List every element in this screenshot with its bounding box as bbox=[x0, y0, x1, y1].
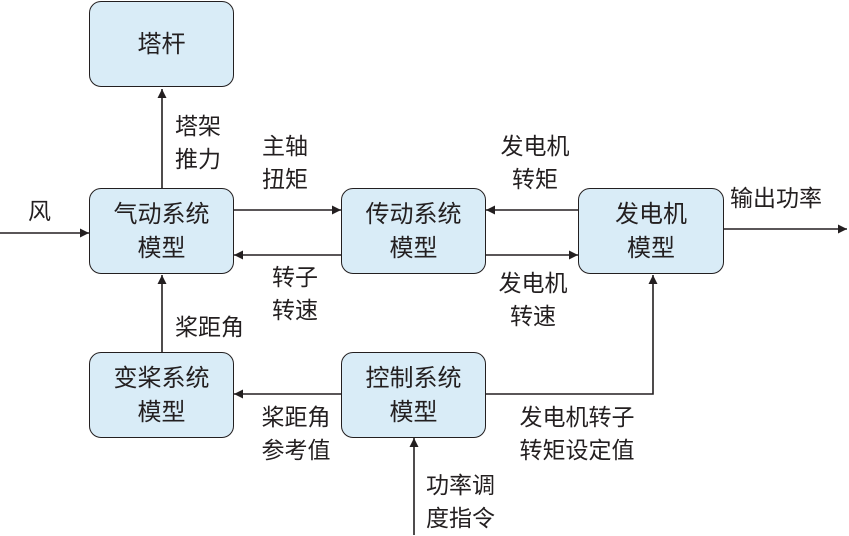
gen-torque-label: 发电机转矩 bbox=[500, 134, 570, 193]
wind-label: 风 bbox=[28, 199, 51, 225]
generator-block: 发电机 模型 bbox=[578, 188, 724, 274]
pitch-label-2: 模型 bbox=[137, 398, 186, 426]
aero-label-2: 模型 bbox=[137, 234, 186, 262]
power-dispatch-label: 功率调度指令 bbox=[426, 473, 495, 532]
tower-label: 塔杆 bbox=[137, 30, 186, 58]
drive-label-1: 传动系统 bbox=[365, 200, 462, 228]
shaft-torque-label: 主轴扭矩 bbox=[262, 134, 308, 193]
gen-speed-label: 发电机转速 bbox=[498, 271, 568, 330]
tower-block: 塔杆 bbox=[89, 1, 234, 87]
control-label-2: 模型 bbox=[389, 398, 438, 426]
aero-label-1: 气动系统 bbox=[113, 200, 210, 228]
pitch-system-block: 变桨系统 模型 bbox=[89, 352, 234, 438]
pitch-angle-label: 桨距角 bbox=[175, 315, 244, 341]
control-label-1: 控制系统 bbox=[365, 364, 462, 392]
rotor-speed-label: 转子转速 bbox=[272, 265, 318, 324]
pitch-label-1: 变桨系统 bbox=[113, 364, 210, 392]
control-system-block: 控制系统 模型 bbox=[341, 352, 486, 438]
generator-label-1: 发电机 bbox=[615, 200, 687, 228]
tower-thrust-label: 塔架推力 bbox=[175, 114, 221, 173]
torque-setpoint-label: 发电机转子转矩设定值 bbox=[519, 405, 635, 464]
pitch-ref-label: 桨距角参考值 bbox=[261, 405, 331, 464]
generator-label-2: 模型 bbox=[627, 234, 675, 262]
torque-setpoint-arrow bbox=[486, 275, 658, 395]
drive-label-2: 模型 bbox=[389, 234, 438, 262]
drive-system-block: 传动系统 模型 bbox=[341, 188, 486, 274]
aero-system-block: 气动系统 模型 bbox=[89, 188, 234, 274]
output-power-label: 输出功率 bbox=[730, 186, 822, 212]
